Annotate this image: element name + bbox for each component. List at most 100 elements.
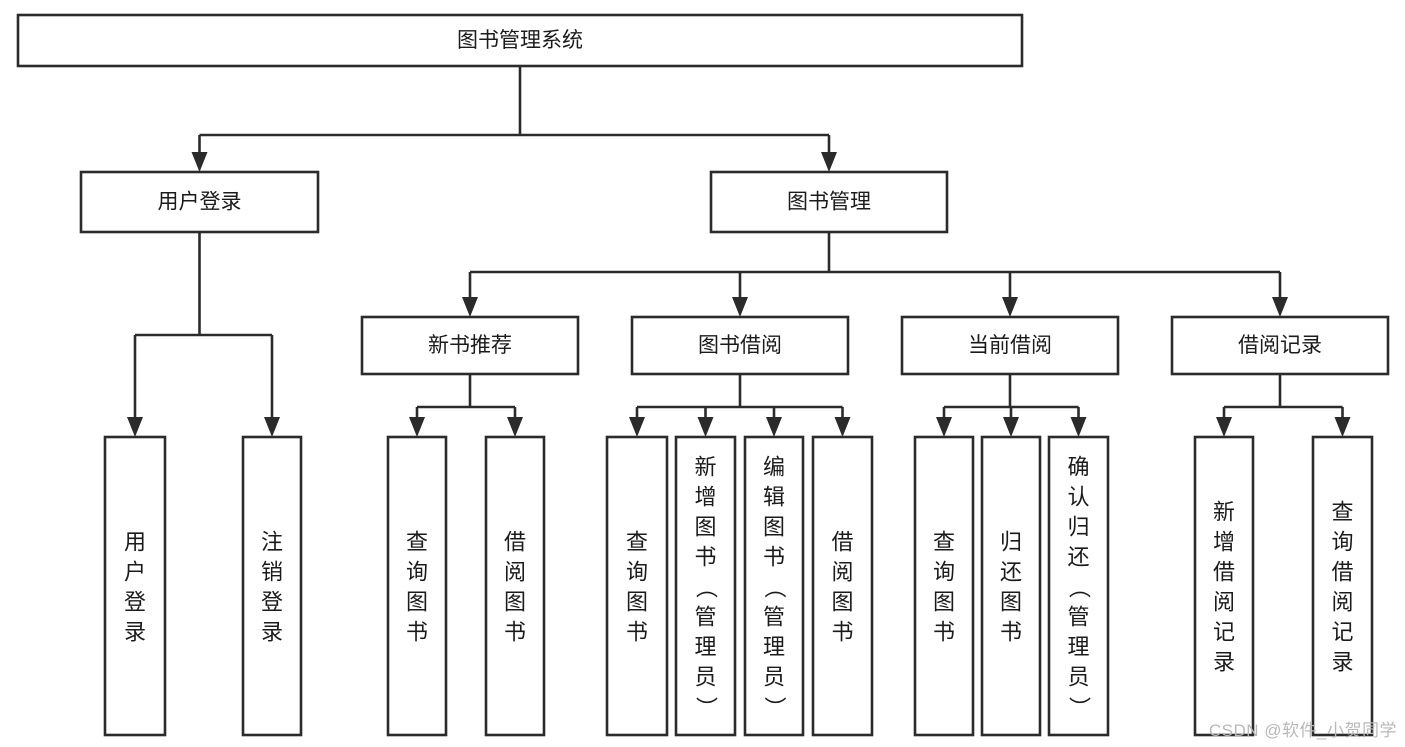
node-box-leaf-login-0[interactable] (103, 435, 167, 737)
node-label-glyph: 图 (933, 589, 955, 614)
node-label-glyph: 询 (406, 559, 428, 584)
node-label-glyph: 新 (694, 454, 716, 479)
watermark-label: CSDN @软件_小贺同学 (1208, 721, 1397, 740)
arrow-head-icon (1002, 297, 1018, 317)
node-label-glyph: 员 (694, 664, 716, 689)
node-box-leaf-0-0[interactable] (386, 435, 448, 737)
node-label-glyph: 询 (933, 559, 955, 584)
node-label-level3-1: 图书借阅 (698, 334, 782, 357)
node-layer: 图书管理系统用户登录图书管理新书推荐查询图书借阅图书图书借阅查询图书新增图书（管… (16, 13, 1390, 737)
arrow-head-icon (834, 417, 851, 437)
node-label-glyph: 借 (831, 529, 853, 554)
node-label-glyph: 员 (1067, 664, 1089, 689)
node-label-glyph: 理 (1067, 634, 1089, 659)
node-label-glyph: 员 (763, 664, 785, 689)
node-label-glyph: 认 (1067, 484, 1089, 509)
node-label-glyph: 录 (124, 619, 146, 644)
node-label-glyph: 增 (1213, 529, 1235, 554)
node-label-glyph: 书 (626, 619, 648, 644)
arrow-head-icon (191, 152, 208, 172)
node-box-leaf-0-1[interactable] (484, 435, 546, 737)
arrow-head-icon (936, 417, 952, 437)
node-box-root[interactable] (16, 13, 1024, 68)
node-label-glyph: 查 (626, 529, 648, 554)
node-label-glyph: 图 (406, 589, 428, 614)
node-label-glyph: 图 (694, 514, 716, 539)
node-label-glyph: 录 (1213, 649, 1235, 674)
node-label-glyph: 理 (694, 634, 716, 659)
node-label-glyph: 书 (406, 619, 428, 644)
node-label-glyph: ） (762, 696, 787, 718)
arrow-head-icon (1216, 417, 1232, 437)
node-label-glyph: 编 (763, 454, 785, 479)
node-label-glyph: 借 (1213, 559, 1235, 584)
node-label-glyph: 录 (261, 619, 283, 644)
node-label-glyph: 阅 (1213, 589, 1235, 614)
arrow-head-icon (766, 417, 782, 437)
node-box-level3-1[interactable] (630, 315, 850, 376)
node-label-glyph: 登 (261, 589, 283, 614)
node-label-glyph: 图 (763, 514, 785, 539)
node-box-leaf-1-1[interactable] (674, 435, 737, 737)
connector-layer (127, 66, 1351, 437)
node-label-glyph: 书 (763, 544, 785, 569)
arrow-head-icon (127, 417, 143, 437)
node-box-level3-2[interactable] (900, 315, 1120, 376)
node-label-glyph: 还 (1067, 544, 1089, 569)
node-box-leaf-login-1[interactable] (241, 435, 303, 737)
node-label-level3-0: 新书推荐 (428, 334, 512, 357)
node-box-leaf-1-2[interactable] (743, 435, 805, 737)
arrow-head-icon (264, 417, 280, 437)
node-label-glyph: 增 (694, 484, 716, 509)
node-label-glyph: 理 (763, 634, 785, 659)
node-label-glyph: 借 (504, 529, 526, 554)
node-box-level3-0[interactable] (360, 315, 580, 376)
node-label-glyph: 阅 (1331, 589, 1353, 614)
node-label-glyph: 辑 (763, 484, 785, 509)
node-label-glyph: 确 (1067, 454, 1089, 479)
node-label-glyph: 销 (261, 559, 283, 584)
node-label-glyph: （ (1067, 576, 1092, 598)
node-box-leaf-1-0[interactable] (605, 435, 669, 737)
node-label-glyph: 借 (1331, 559, 1353, 584)
node-box-leaf-3-0[interactable] (1193, 435, 1255, 737)
node-label-glyph: 管 (1067, 604, 1089, 629)
arrow-head-icon (629, 417, 645, 437)
node-box-level2-0[interactable] (79, 170, 320, 234)
node-label-level3-2: 当前借阅 (968, 334, 1052, 357)
node-box-leaf-1-3[interactable] (811, 435, 874, 737)
node-label-glyph: 书 (694, 544, 716, 569)
node-label-glyph: 管 (694, 604, 716, 629)
node-label-glyph: 书 (933, 619, 955, 644)
arrow-head-icon (821, 152, 837, 172)
arrow-head-icon (409, 417, 425, 437)
node-label-glyph: 用 (124, 529, 146, 554)
node-label-glyph: 查 (1331, 499, 1353, 524)
node-label-glyph: ） (1067, 696, 1092, 718)
node-box-level2-1[interactable] (709, 170, 949, 234)
node-box-leaf-2-0[interactable] (913, 435, 975, 737)
node-label-glyph: 书 (1000, 619, 1022, 644)
node-box-leaf-2-2[interactable] (1047, 435, 1110, 737)
node-label-glyph: 书 (504, 619, 526, 644)
node-box-level3-3[interactable] (1170, 315, 1390, 376)
node-label-glyph: 管 (763, 604, 785, 629)
node-label-glyph: （ (694, 576, 719, 598)
node-label-leaf-login-0: 用户登录 (124, 529, 146, 644)
node-label-glyph: 询 (1331, 529, 1353, 554)
node-label-glyph: 还 (1000, 559, 1022, 584)
node-label-glyph: 新 (1213, 499, 1235, 524)
node-label-glyph: 阅 (504, 559, 526, 584)
node-label-glyph: 录 (1331, 649, 1353, 674)
node-box-leaf-3-1[interactable] (1311, 435, 1374, 737)
node-box-leaf-2-1[interactable] (980, 435, 1042, 737)
arrow-head-icon (1070, 417, 1087, 437)
